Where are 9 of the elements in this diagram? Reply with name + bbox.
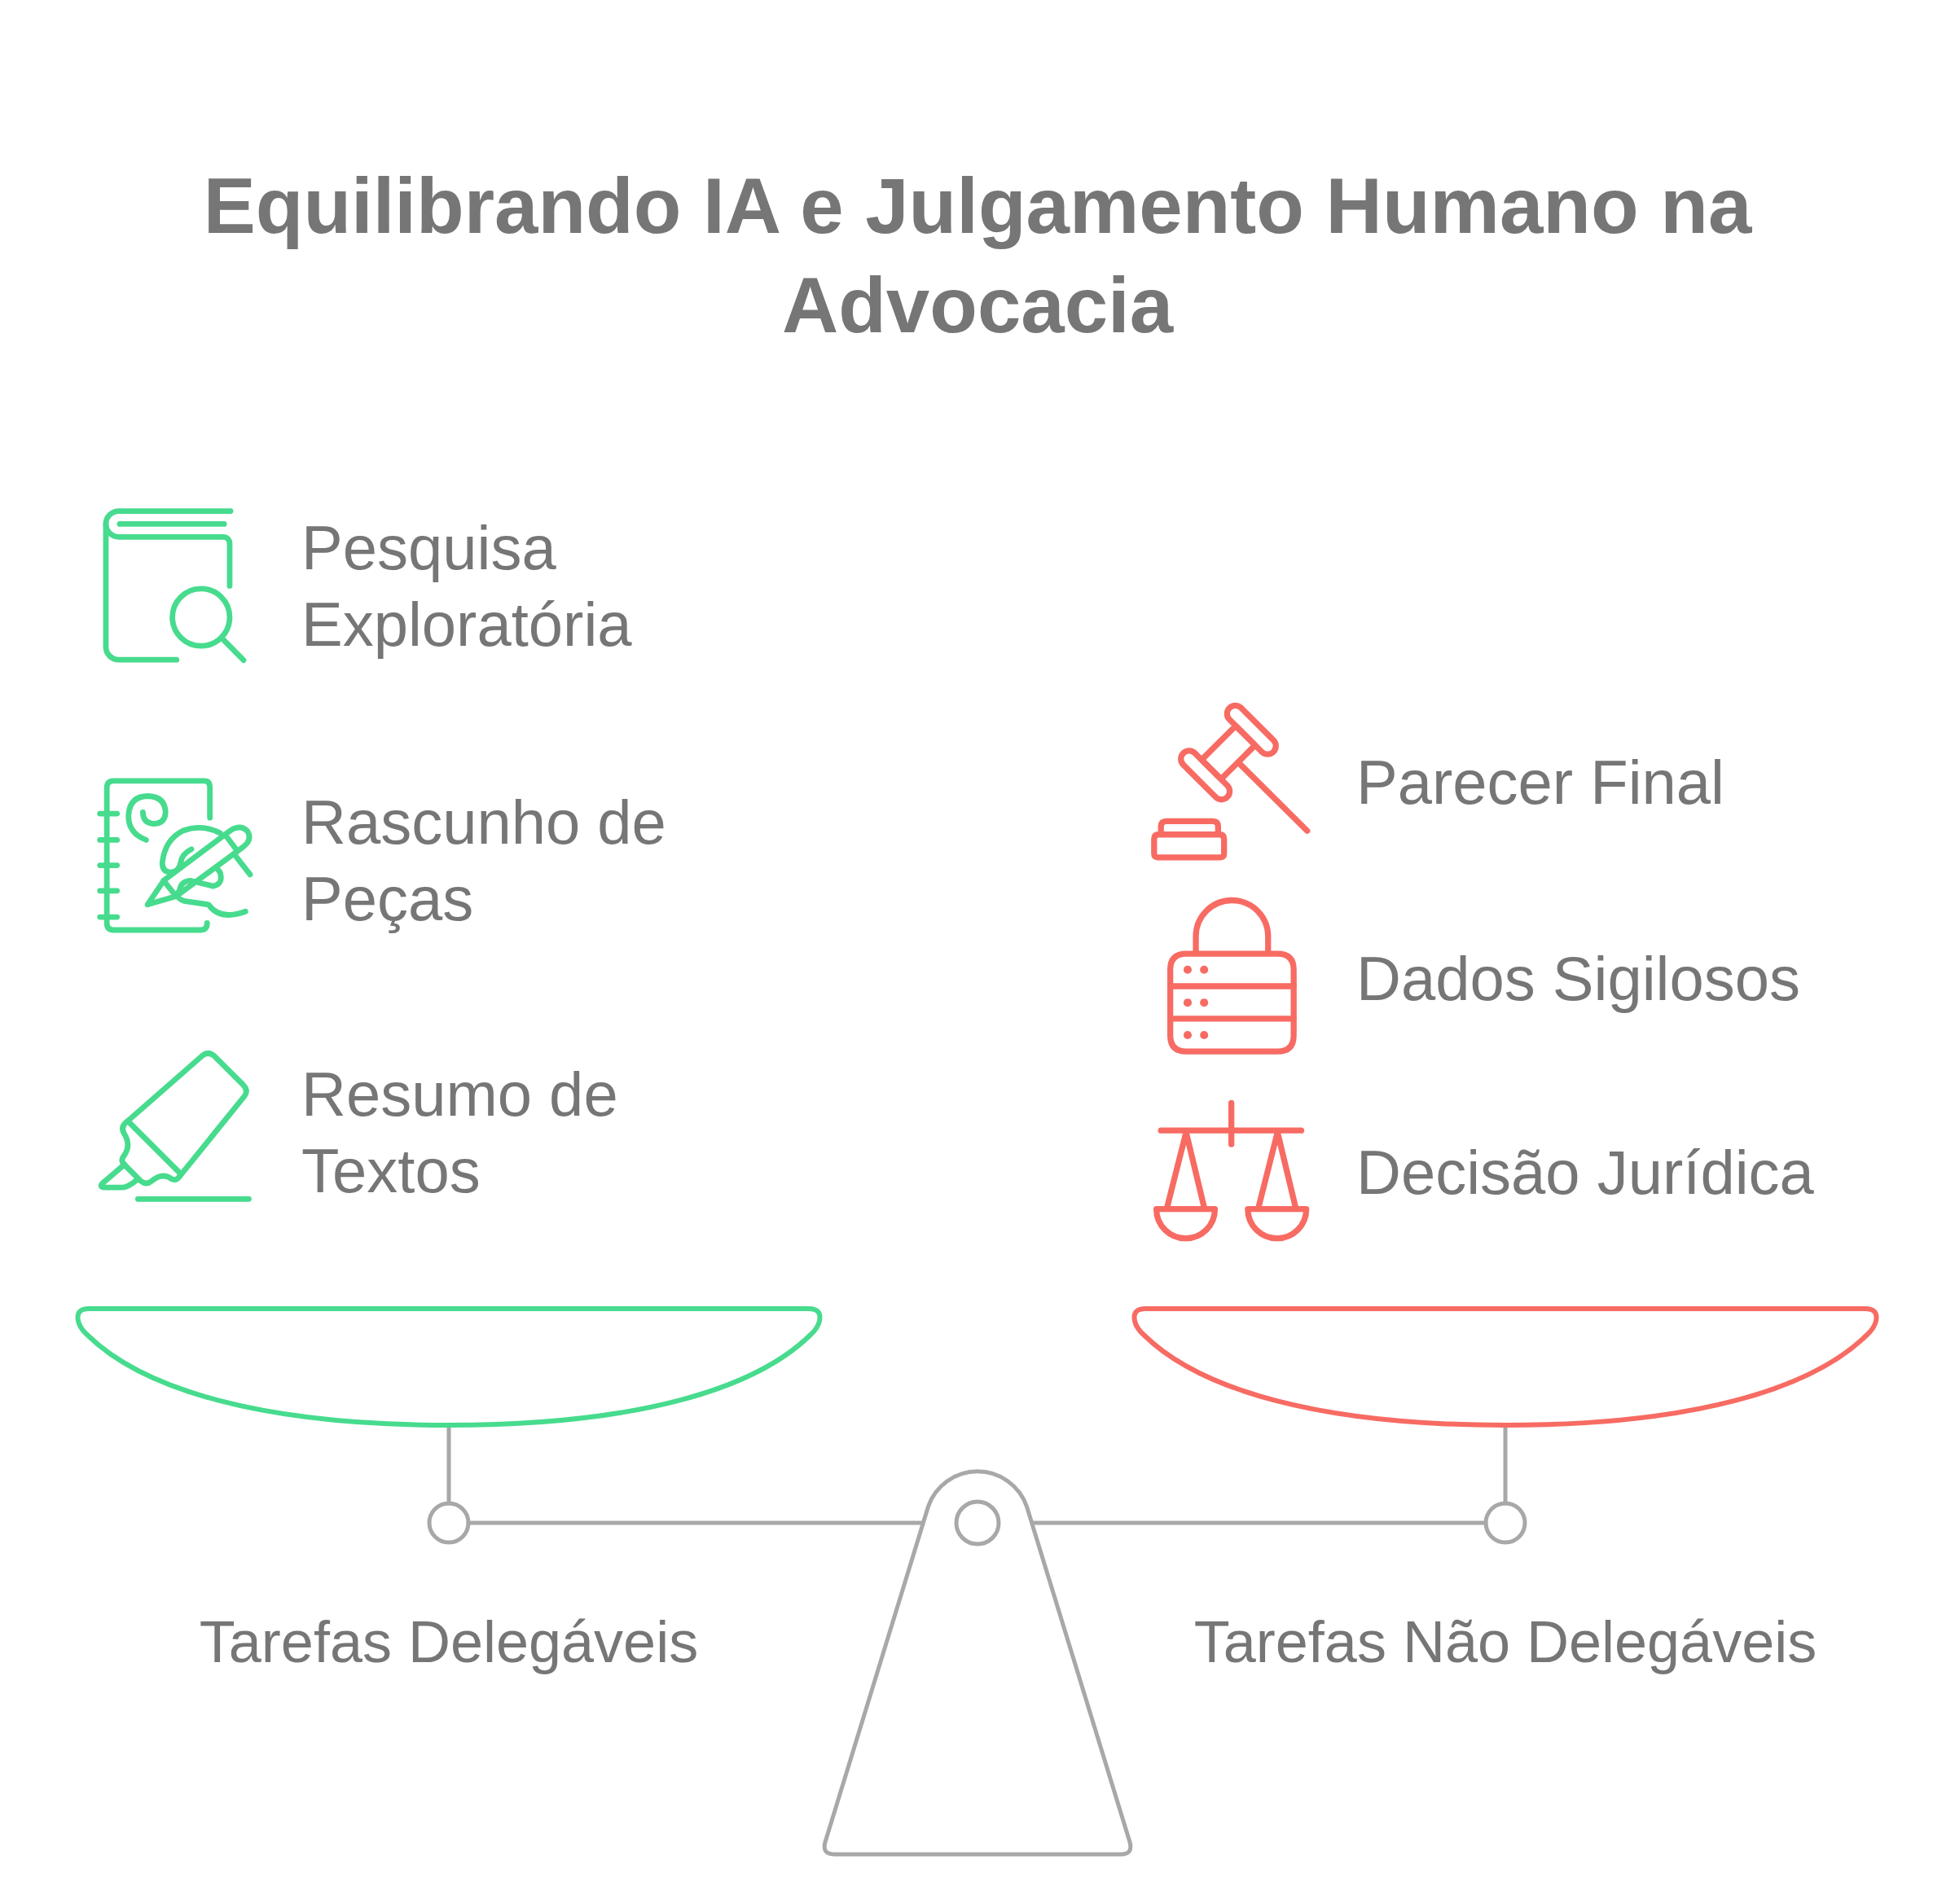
category-label: Tarefas Não Delegáveis <box>1193 1608 1818 1676</box>
task-label: Decisão Jurídica <box>1356 1137 1815 1209</box>
task-label: Parecer Final <box>1356 747 1725 818</box>
task-label: Pesquisa Exploratória <box>301 512 633 660</box>
task-label: Resumo de Textos <box>301 1059 619 1207</box>
title: Equilibrando IA e Julgamento Humano na Advocacia <box>202 161 1753 350</box>
task-label: Dados Sigilosos <box>1356 943 1801 1015</box>
task-label: Rascunho de Peças <box>301 787 667 935</box>
category-label: Tarefas Delegáveis <box>198 1608 700 1676</box>
